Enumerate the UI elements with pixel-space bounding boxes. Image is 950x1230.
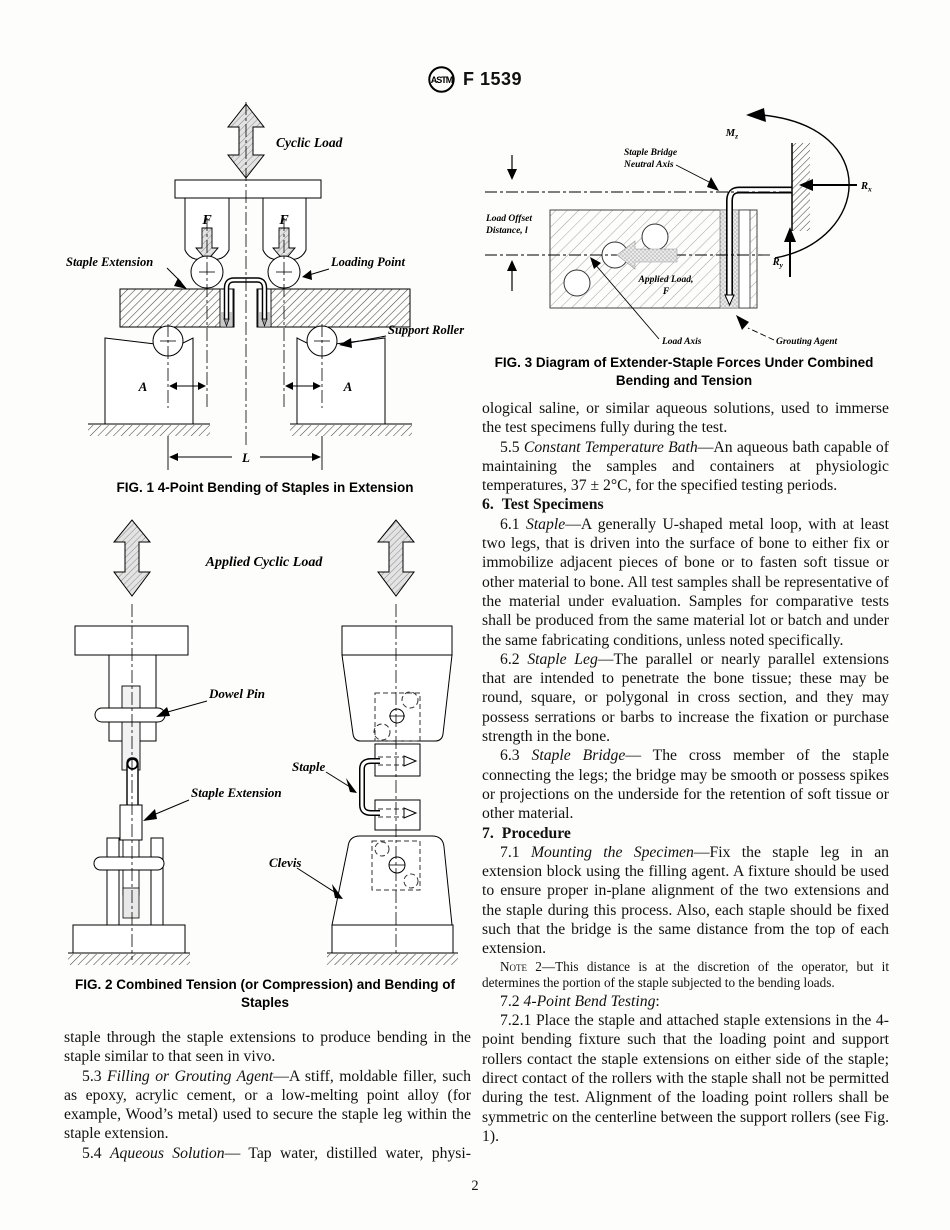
fig2-label-applied-cyclic-load: Applied Cyclic Load bbox=[205, 555, 324, 570]
fig2-label-staple-extension: Staple Extension bbox=[191, 785, 282, 800]
fig3-label-moment: Mz bbox=[725, 128, 738, 141]
fig3-label-load-axis: Load Axis bbox=[661, 337, 702, 347]
para-continuation: ological saline, or similar aqueous solu… bbox=[482, 400, 889, 437]
fig3-label-load-offset-1: Load Offset bbox=[485, 214, 532, 224]
fig3-label-grouting-agent: Grouting Agent bbox=[776, 337, 838, 347]
fig2-caption: FIG. 2 Combined Tension (or Compression)… bbox=[74, 977, 455, 1010]
para-5-3: 5.3 Filling or Grouting Agent—A stiff, m… bbox=[64, 1067, 471, 1143]
fig2-label-clevis: Clevis bbox=[269, 855, 302, 870]
left-column: staple through the staple extensions to … bbox=[64, 1028, 471, 1163]
fig3-label-applied-load-2: F bbox=[662, 287, 670, 297]
fig3-label-staple-bridge-2: Neutral Axis bbox=[623, 160, 674, 170]
page-number: 2 bbox=[471, 1178, 479, 1194]
right-column: ological saline, or similar aqueous solu… bbox=[482, 399, 889, 1146]
para-5-4: 5.4 Aqueous Solution— Tap water, distill… bbox=[82, 1144, 471, 1162]
fig3-label-staple-bridge-1: Staple Bridge bbox=[624, 148, 678, 158]
fig3-label-reaction-y: Ry bbox=[772, 257, 784, 270]
fig3-label-applied-load-1: Applied Load, bbox=[638, 275, 694, 285]
document-code: F 1539 bbox=[462, 69, 523, 89]
fig3-label-reaction-x: Rx bbox=[860, 181, 872, 194]
note-2: Note 2—This distance is at the discretio… bbox=[482, 958, 889, 991]
astm-logo-icon: ASTM bbox=[428, 66, 455, 93]
para-7-1: 7.1 Mounting the Specimen—Fix the staple… bbox=[482, 843, 890, 958]
fig2-drawing: Applied Cyclic Load bbox=[68, 519, 458, 965]
para-6-3: 6.3 Staple Bridge— The cross member of t… bbox=[482, 747, 889, 823]
para-5-5: 5.5 Constant Temperature Bath—An aqueous… bbox=[482, 438, 890, 495]
fig1-dim-a-right: A bbox=[343, 379, 353, 394]
para-6-2: 6.2 Staple Leg—The parallel or nearly pa… bbox=[482, 650, 889, 746]
fig3-label-load-offset-2: Distance, l bbox=[485, 226, 528, 236]
heading-7: 7.Procedure bbox=[482, 824, 571, 842]
fig2-label-staple: Staple bbox=[292, 759, 325, 774]
applied-load-arrow-left-icon bbox=[112, 519, 152, 597]
fig1-caption: FIG. 1 4-Point Bending of Staples in Ext… bbox=[116, 480, 414, 495]
fig1-dim-a-left: A bbox=[138, 379, 148, 394]
fig3-drawing: Mz Rx Ry Load Offset Distance, l Staple … bbox=[485, 108, 872, 347]
astm-logo-text: ASTM bbox=[431, 75, 453, 85]
fig1-drawing: Cyclic Load F F bbox=[66, 102, 464, 470]
fig1-label-cyclic-load: Cyclic Load bbox=[276, 135, 343, 150]
para-continuation: staple through the staple extensions to … bbox=[64, 1029, 471, 1066]
fig1-label-staple-extension: Staple Extension bbox=[66, 255, 153, 269]
fig1-label-support-roller: Support Roller bbox=[388, 323, 464, 337]
fig1-label-loading-point: Loading Point bbox=[330, 255, 405, 269]
para-6-1: 6.1 Staple—A generally U-shaped metal lo… bbox=[482, 515, 890, 649]
applied-load-arrow-right-icon bbox=[376, 519, 416, 597]
fig2-label-dowel-pin: Dowel Pin bbox=[208, 686, 265, 701]
page-header: ASTM F 1539 bbox=[428, 66, 522, 93]
heading-6: 6.Test Specimens bbox=[482, 496, 604, 514]
applied-load-arrow-icon bbox=[616, 240, 678, 270]
para-7-2-1: 7.2.1 Place the staple and attached stap… bbox=[482, 1012, 890, 1145]
para-7-2: 7.2 4-Point Bend Testing: bbox=[500, 992, 660, 1010]
fig1-dim-span: L bbox=[241, 450, 250, 465]
fig3-caption: FIG. 3 Diagram of Extender-Staple Forces… bbox=[494, 355, 874, 388]
